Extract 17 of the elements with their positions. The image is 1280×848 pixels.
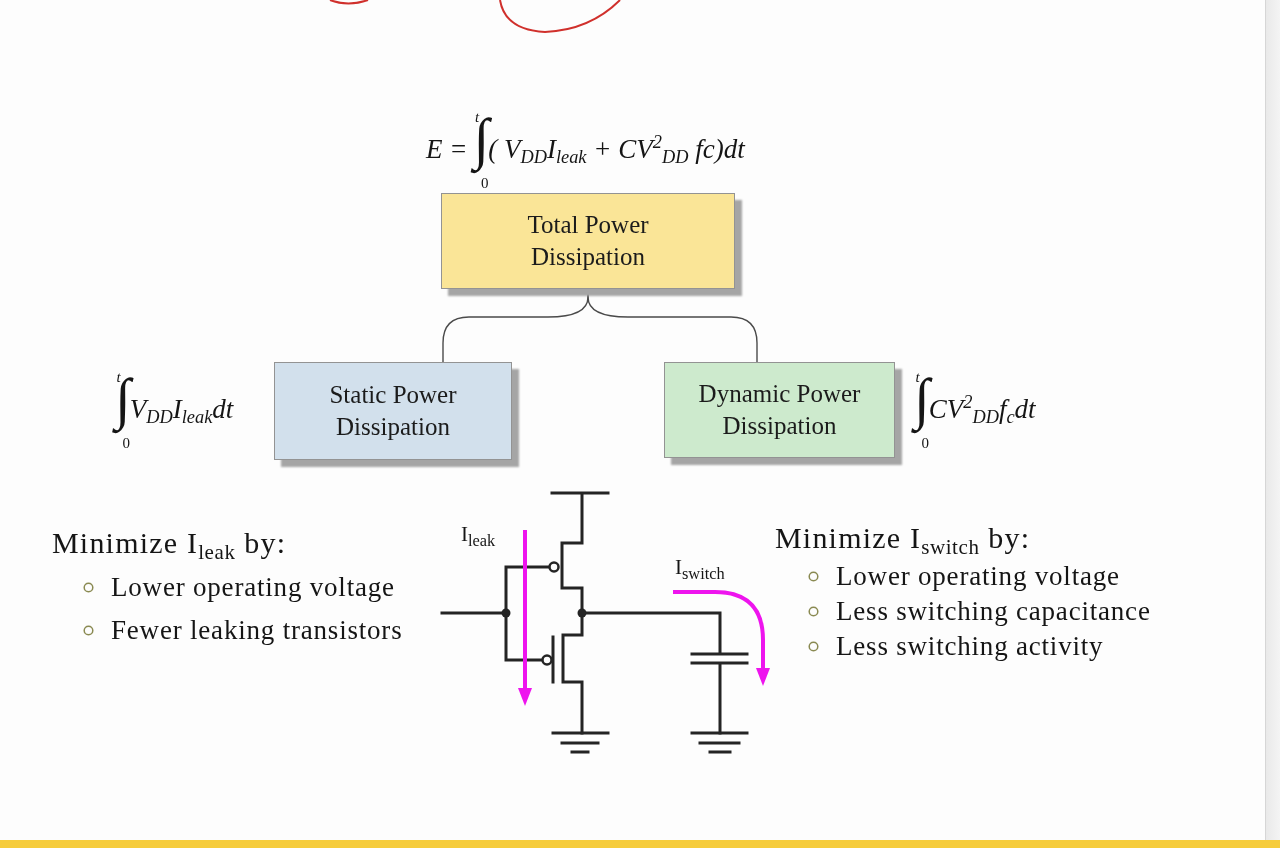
process-box bbox=[664, 362, 895, 458]
current-label: I$_{leak}$ bbox=[461, 522, 496, 550]
list-heading: Minimize I$_{switch}$ by: bbox=[775, 520, 1031, 559]
box-label: Dynamic Power Dissipation bbox=[697, 379, 862, 441]
process-box bbox=[274, 362, 512, 460]
process-box bbox=[441, 193, 735, 289]
box-label: Static Power Dissipation bbox=[328, 380, 458, 442]
list-item-text: Fewer leaking transistors bbox=[111, 614, 403, 647]
current-label: I$_{switch}$ bbox=[675, 555, 725, 583]
list-item-text: Lower operating voltage bbox=[111, 571, 395, 604]
box-label: Total Power Dissipation bbox=[526, 210, 650, 272]
list-item-text: Less switching capacitance bbox=[836, 595, 1151, 628]
equation-text: E = bbox=[426, 135, 468, 165]
list-item-text: Lower operating voltage bbox=[836, 560, 1120, 593]
brace-connector bbox=[587, 288, 758, 363]
list-heading: Minimize I$_{leak}$ by: bbox=[52, 525, 287, 564]
list-item-text: Less switching activity bbox=[836, 630, 1104, 663]
